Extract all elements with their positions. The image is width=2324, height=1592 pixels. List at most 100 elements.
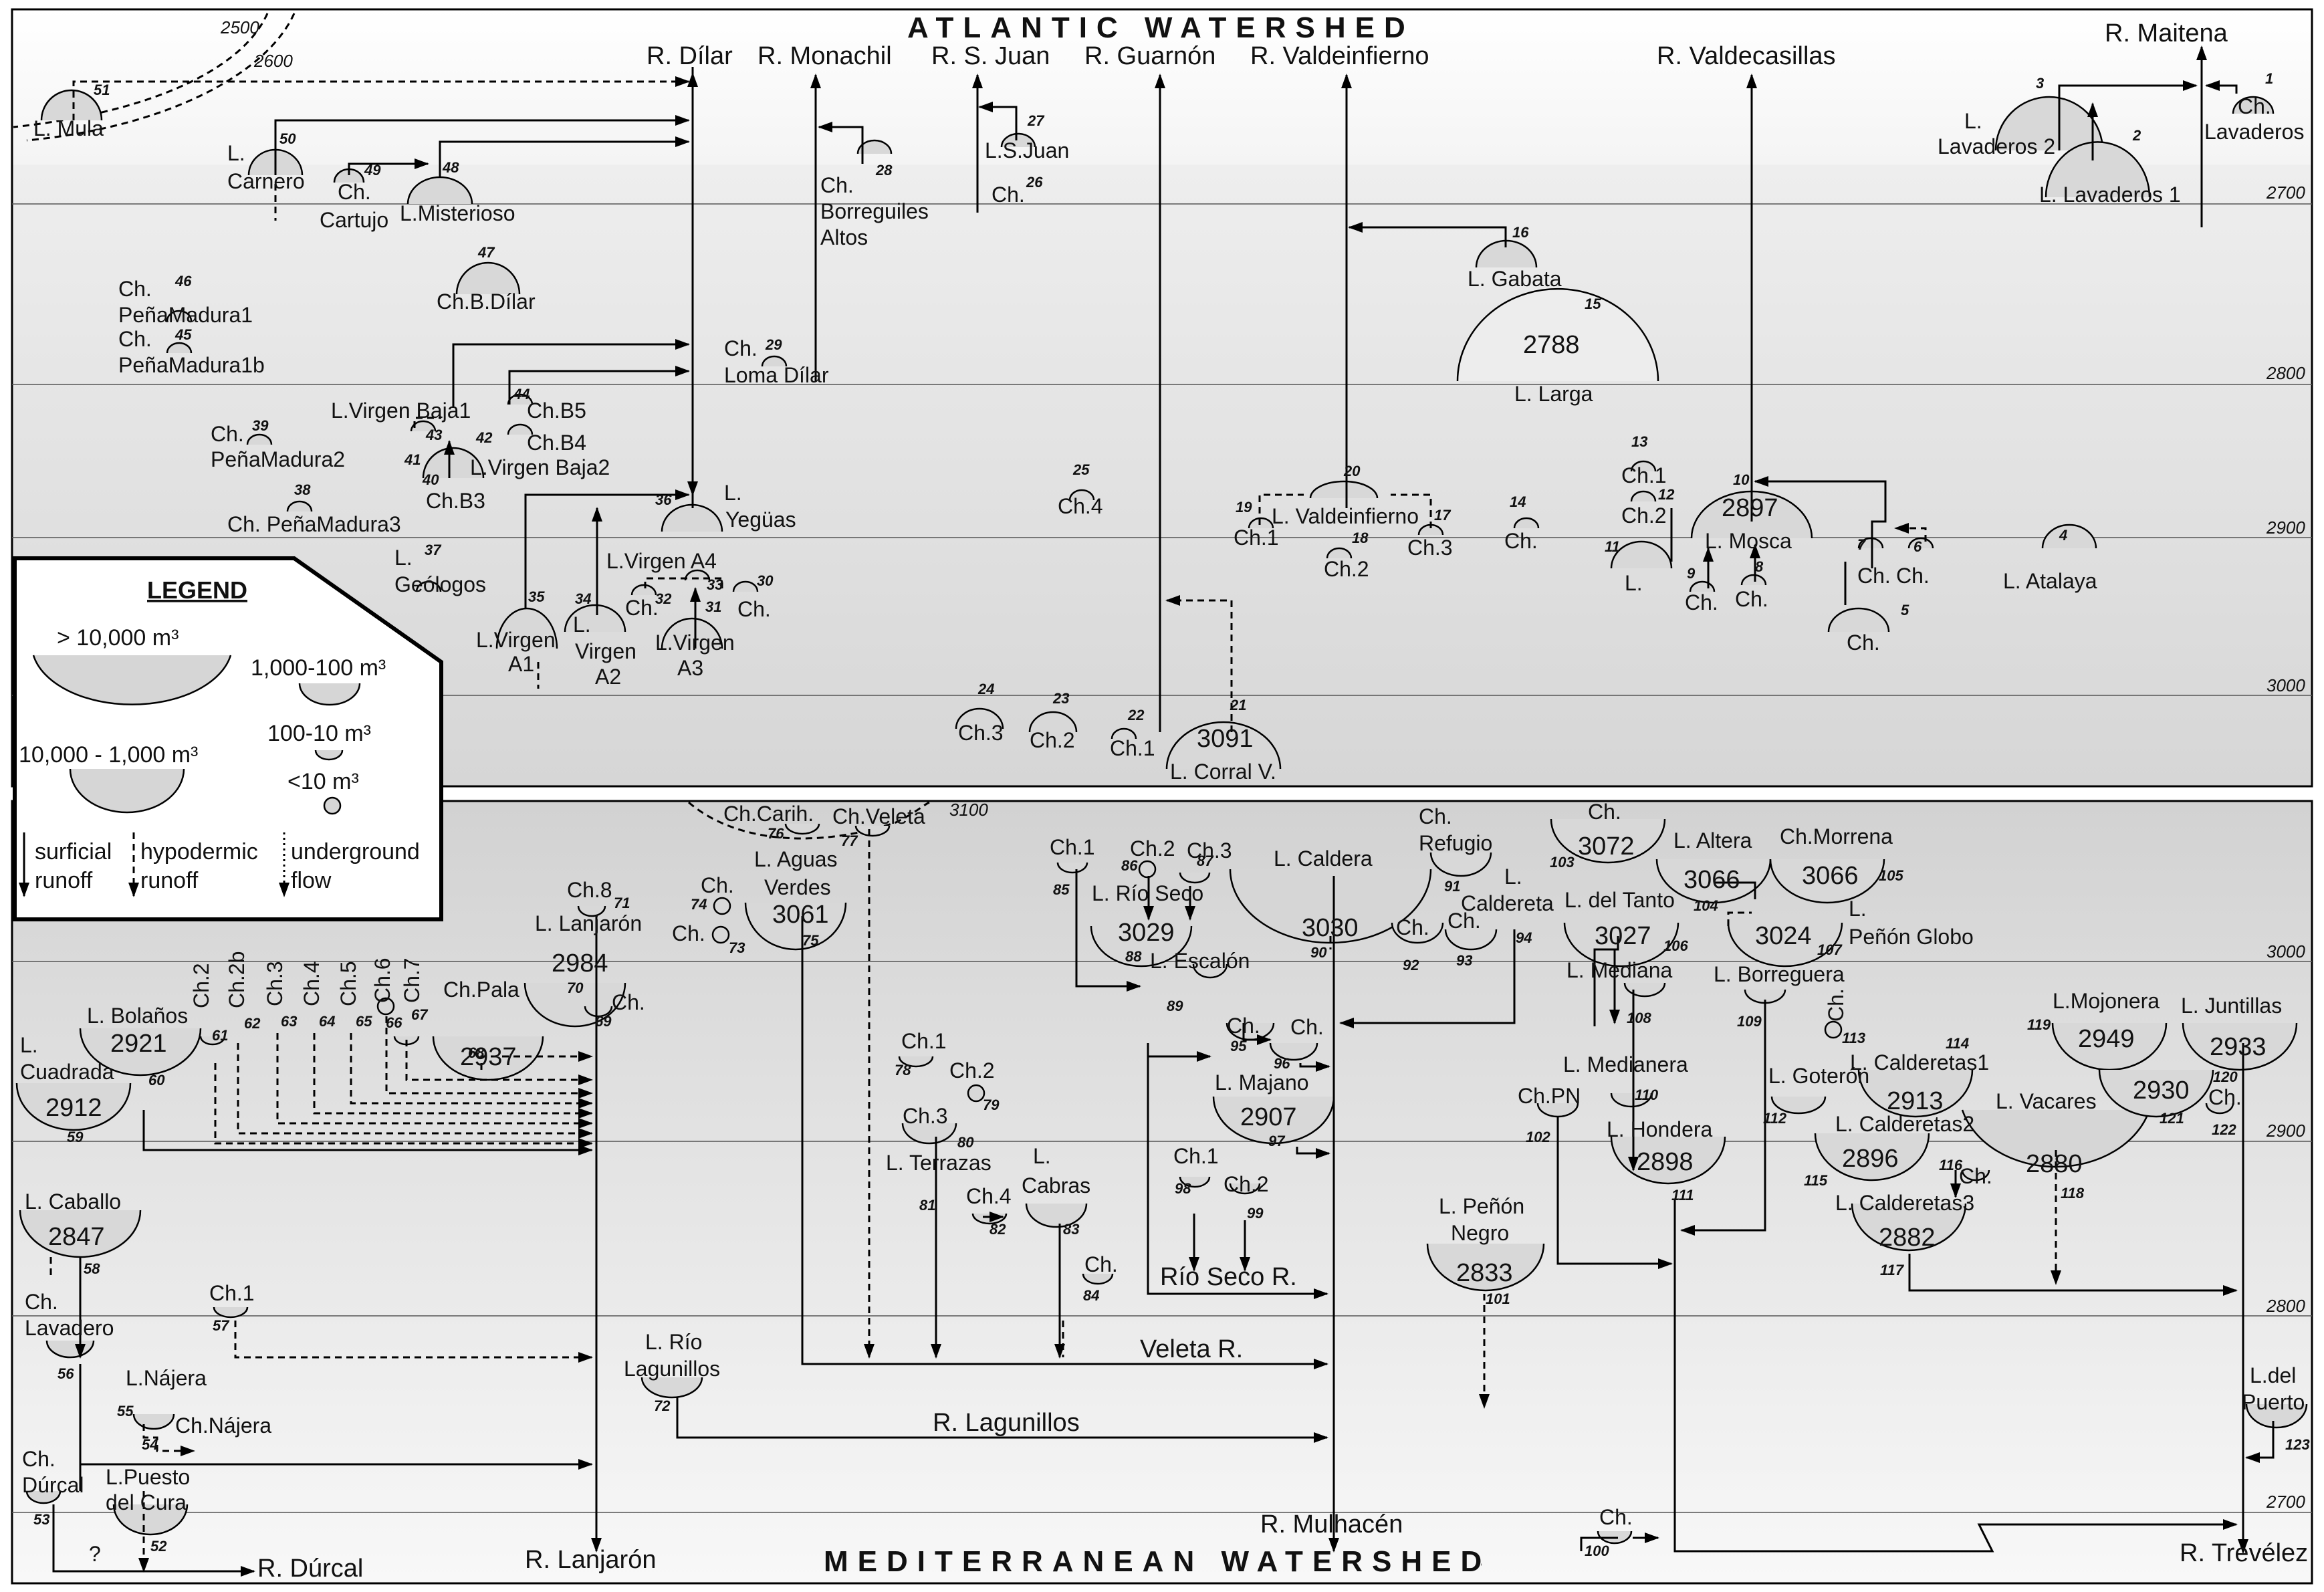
feature-label: Ch.1: [1110, 736, 1155, 760]
feature-label: Ch. PeñaMadura3: [227, 512, 401, 536]
lagoon-3072: [1550, 818, 1666, 864]
feature-label: Negro: [1451, 1221, 1509, 1245]
code-2833: 2833: [1456, 1259, 1513, 1287]
feature-label: L. Peñón: [1439, 1194, 1524, 1218]
feature-label: L. Calderetas1: [1850, 1050, 1989, 1074]
feature-label: Ch.: [1290, 1015, 1324, 1039]
feature-label: L. Caldera: [1274, 846, 1373, 871]
feature-label: Ch.B4: [527, 431, 586, 455]
elevation-labels: 2500 2600 2700 2800 2900 3000 3100 3000 …: [220, 17, 2305, 1512]
feature-label: L. Aguas: [754, 847, 838, 871]
flow-lines-top: [72, 45, 2238, 732]
feature-id: 29: [765, 336, 782, 353]
code-3066a: 3066: [1683, 866, 1740, 894]
feature-label: L.del: [2250, 1363, 2296, 1387]
feature-id: 98: [1175, 1180, 1191, 1197]
feature-label: Ch.2: [1130, 836, 1175, 861]
feature-label: Altos: [820, 225, 868, 249]
feature-label: A3: [677, 656, 703, 680]
feature-id: 101: [1486, 1290, 1510, 1307]
legend-size-5: <10 m³: [287, 769, 359, 794]
feature-id: 3: [2036, 75, 2044, 92]
feature-label: L.Mojonera: [2053, 989, 2160, 1013]
feature-label: PeñaMadura2: [211, 447, 345, 471]
feature-id: 30: [757, 572, 774, 589]
code-2882: 2882: [1879, 1224, 1936, 1252]
feature-id: 80: [957, 1134, 974, 1151]
river-maitena: R. Maitena: [2105, 19, 2228, 47]
feature-id: 25: [1072, 461, 1090, 478]
code-2933: 2933: [2210, 1033, 2267, 1061]
lagoon-3029: [1090, 925, 1193, 968]
legend-surficial: surficial: [35, 839, 112, 865]
feature-id: 115: [1804, 1172, 1828, 1189]
legend-flow: flow: [291, 868, 332, 893]
feature-id: 22: [1127, 707, 1145, 723]
lagoon-ljuan: [1000, 132, 1036, 148]
feature-label: L.Puesto: [106, 1465, 190, 1489]
feature-label: L. Mosca: [1705, 529, 1792, 553]
feature-label: L.Virgen: [476, 628, 556, 652]
feature-label: Ch.4: [966, 1184, 1012, 1208]
lagoon-va1: [495, 607, 558, 649]
feature-id: 68: [468, 1044, 485, 1061]
feature-id: 96: [1274, 1055, 1290, 1072]
feature-id: 110: [1635, 1087, 1659, 1103]
feature-id: 12: [1658, 486, 1675, 503]
contour-curves: [13, 13, 930, 840]
feature-label: Virgen: [575, 639, 636, 663]
feature-label: Ch.: [1504, 529, 1538, 553]
code-3091: 3091: [1197, 725, 1254, 753]
feature-label: L.: [394, 546, 413, 570]
feature-id: 11: [1605, 538, 1620, 555]
feature-id: 8: [1755, 558, 1764, 575]
feature-id: 7: [1857, 536, 1867, 553]
legend-size-2: 10,000 - 1,000 m³: [19, 742, 198, 768]
feature-id: 65: [356, 1013, 372, 1030]
feature-label: Ch.3: [1407, 536, 1453, 560]
legend-title: LEGEND: [147, 576, 247, 604]
feature-id: 67: [411, 1006, 429, 1023]
feature-label: Ch.: [1685, 590, 1718, 614]
feature-label: Ch.8: [567, 878, 612, 902]
elev-3000-bot: 3000: [2267, 941, 2305, 961]
feature-id: 95: [1230, 1038, 1247, 1054]
elev-2600: 2600: [253, 51, 293, 71]
feature-id: 21: [1230, 697, 1246, 713]
feature-id: 44: [513, 386, 530, 403]
feature-id: 14: [1510, 493, 1526, 510]
feature-label: L.: [20, 1033, 38, 1057]
feature-label: Ch.2: [949, 1058, 995, 1083]
river-valdecasillas: R. Valdecasillas: [1657, 42, 1836, 70]
feature-label: Ch.Morrena: [1780, 824, 1893, 848]
legend-runoff-2: runoff: [140, 868, 199, 893]
feature-label: Ch.: [1847, 631, 1880, 655]
feature-label: L.: [1504, 865, 1522, 889]
lagoon-2930: [2098, 1069, 2214, 1118]
feature-id: 36: [655, 491, 672, 508]
feature-label: Ch.: [118, 277, 152, 301]
elev-2800-bot: 2800: [2266, 1296, 2305, 1316]
legend-size-1: > 10,000 m³: [57, 625, 179, 651]
feature-label: Ch.1: [1173, 1144, 1219, 1168]
feature-label: Ch.B.Dílar: [437, 290, 536, 314]
feature-label: Ch.1: [1050, 835, 1095, 859]
feature-label: L. Corral V.: [1170, 760, 1276, 784]
feature-label: Ch.5: [336, 961, 360, 1006]
feature-id: 76: [768, 825, 784, 842]
feature-id: 37: [425, 542, 442, 558]
lagoon-ch-lavaderos: [2232, 96, 2275, 114]
feature-id: 104: [1694, 897, 1718, 914]
feature-label: PeñaMadura1: [118, 303, 253, 327]
code-3072: 3072: [1578, 832, 1635, 861]
feature-label: Ch.: [2238, 94, 2271, 118]
feature-id: 75: [802, 932, 819, 949]
feature-id: 72: [654, 1397, 671, 1414]
feature-id: 87: [1197, 852, 1214, 869]
feature-label: L.Virgen: [655, 631, 735, 655]
feature-label: Ch.: [1447, 909, 1481, 933]
feature-label: Ch.Pala: [443, 978, 519, 1002]
feature-id: 50: [279, 130, 296, 147]
feature-id: 48: [442, 159, 459, 176]
feature-label: Ch.B3: [426, 489, 485, 513]
